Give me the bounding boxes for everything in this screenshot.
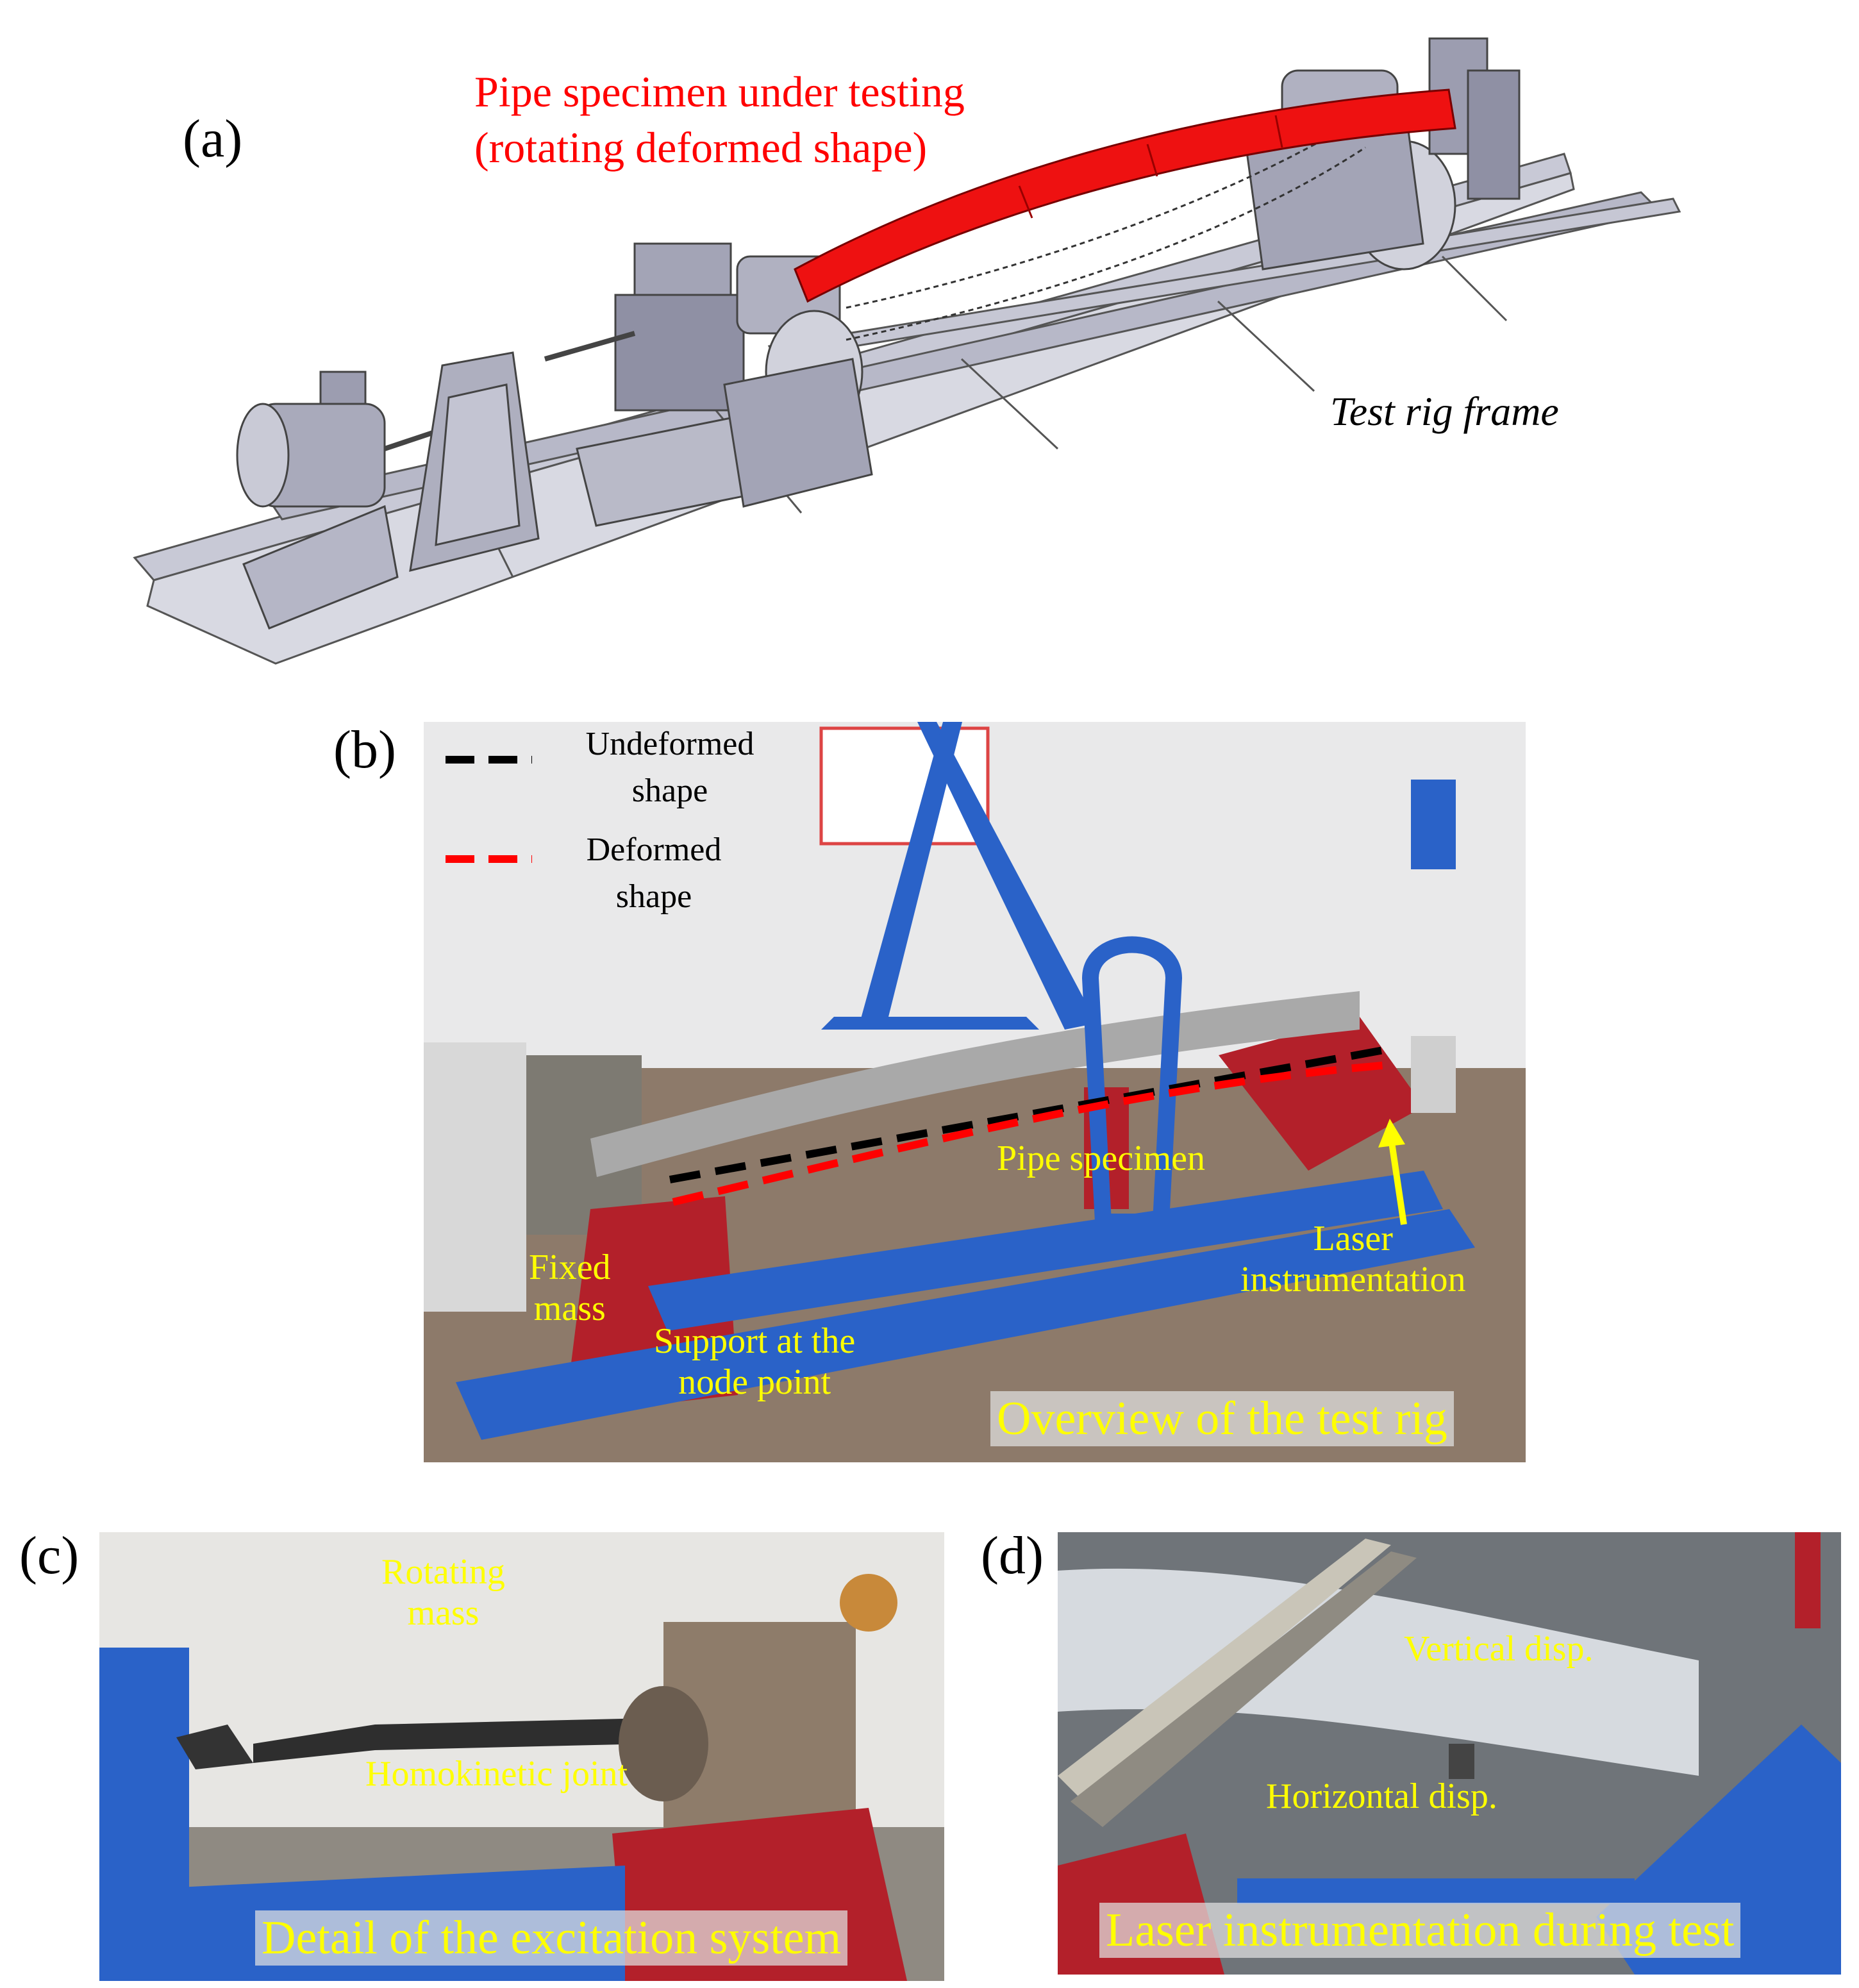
fixed-label-line2: mass [533,1289,606,1329]
panel-c-letter: (c) [19,1526,79,1585]
cad-deformed-pipe [794,88,1456,303]
rotating-label-line1: Rotating [381,1552,505,1592]
photo-overview-scene [424,722,1526,1462]
cad-undeformed-pipe-outline-2 [846,146,1366,341]
laser-label-line1: Laser [1313,1219,1393,1258]
photo-excitation-system [99,1532,944,1981]
laser-arrow [1388,1137,1407,1225]
horizontal-disp-label: Horizontal disp. [1266,1776,1497,1816]
homokinetic-joint-label: Homokinetic joint [365,1754,628,1794]
fixed-mass-label: Fixed mass [529,1247,611,1330]
legend-undeformed-line1: Undeformed [585,726,754,762]
legend-deformed-line2: shape [615,878,692,915]
test-rig-frame-label: Test rig frame [1330,388,1559,434]
caption-excitation: Detail of the excitation system [255,1910,848,1966]
panel-a-letter: (a) [183,109,243,169]
panel-a-title-line1: Pipe specimen under testing [474,67,965,116]
support-node-label: Support at the node point [654,1321,855,1403]
rotating-mass-label: Rotating mass [381,1551,505,1634]
cad-left-clamp [723,255,873,508]
panel-a-title: Pipe specimen under testing (rotating de… [474,64,965,176]
panel-d-letter: (d) [981,1526,1044,1585]
rotating-label-line2: mass [407,1593,479,1633]
support-label-line1: Support at the [654,1321,856,1361]
laser-instrumentation-label: Laser instrumentation [1240,1218,1466,1301]
laser-label-line2: instrumentation [1240,1260,1466,1300]
legend-deformed-line1: Deformed [586,831,722,868]
fixed-label-line1: Fixed [529,1248,611,1287]
photo-overview [424,722,1526,1462]
deformed-shape-line [672,1060,1398,1206]
support-label-line2: node point [678,1362,831,1403]
legend-undeformed-label: Undeformed shape [564,721,776,815]
panel-a-title-line2: (rotating deformed shape) [474,123,928,172]
panel-b-letter: (b) [333,720,396,780]
legend-undeformed-line2: shape [631,772,708,809]
legend-deformed-label: Deformed shape [564,827,744,921]
cad-stand-1 [409,351,540,572]
undeformed-shape-line [669,1044,1396,1183]
cad-fixed-mass [544,242,790,527]
cad-motor [236,371,463,630]
cad-undeformed-pipe-outline [846,114,1366,309]
cad-rig-illustration [133,37,1681,665]
laser-arrowhead [1378,1119,1405,1148]
pipe-specimen-label: Pipe specimen [997,1139,1206,1178]
caption-laser: Laser instrumentation during test [1099,1903,1741,1958]
vertical-disp-label: Vertical disp. [1404,1629,1594,1669]
caption-overview: Overview of the test rig [990,1391,1454,1446]
